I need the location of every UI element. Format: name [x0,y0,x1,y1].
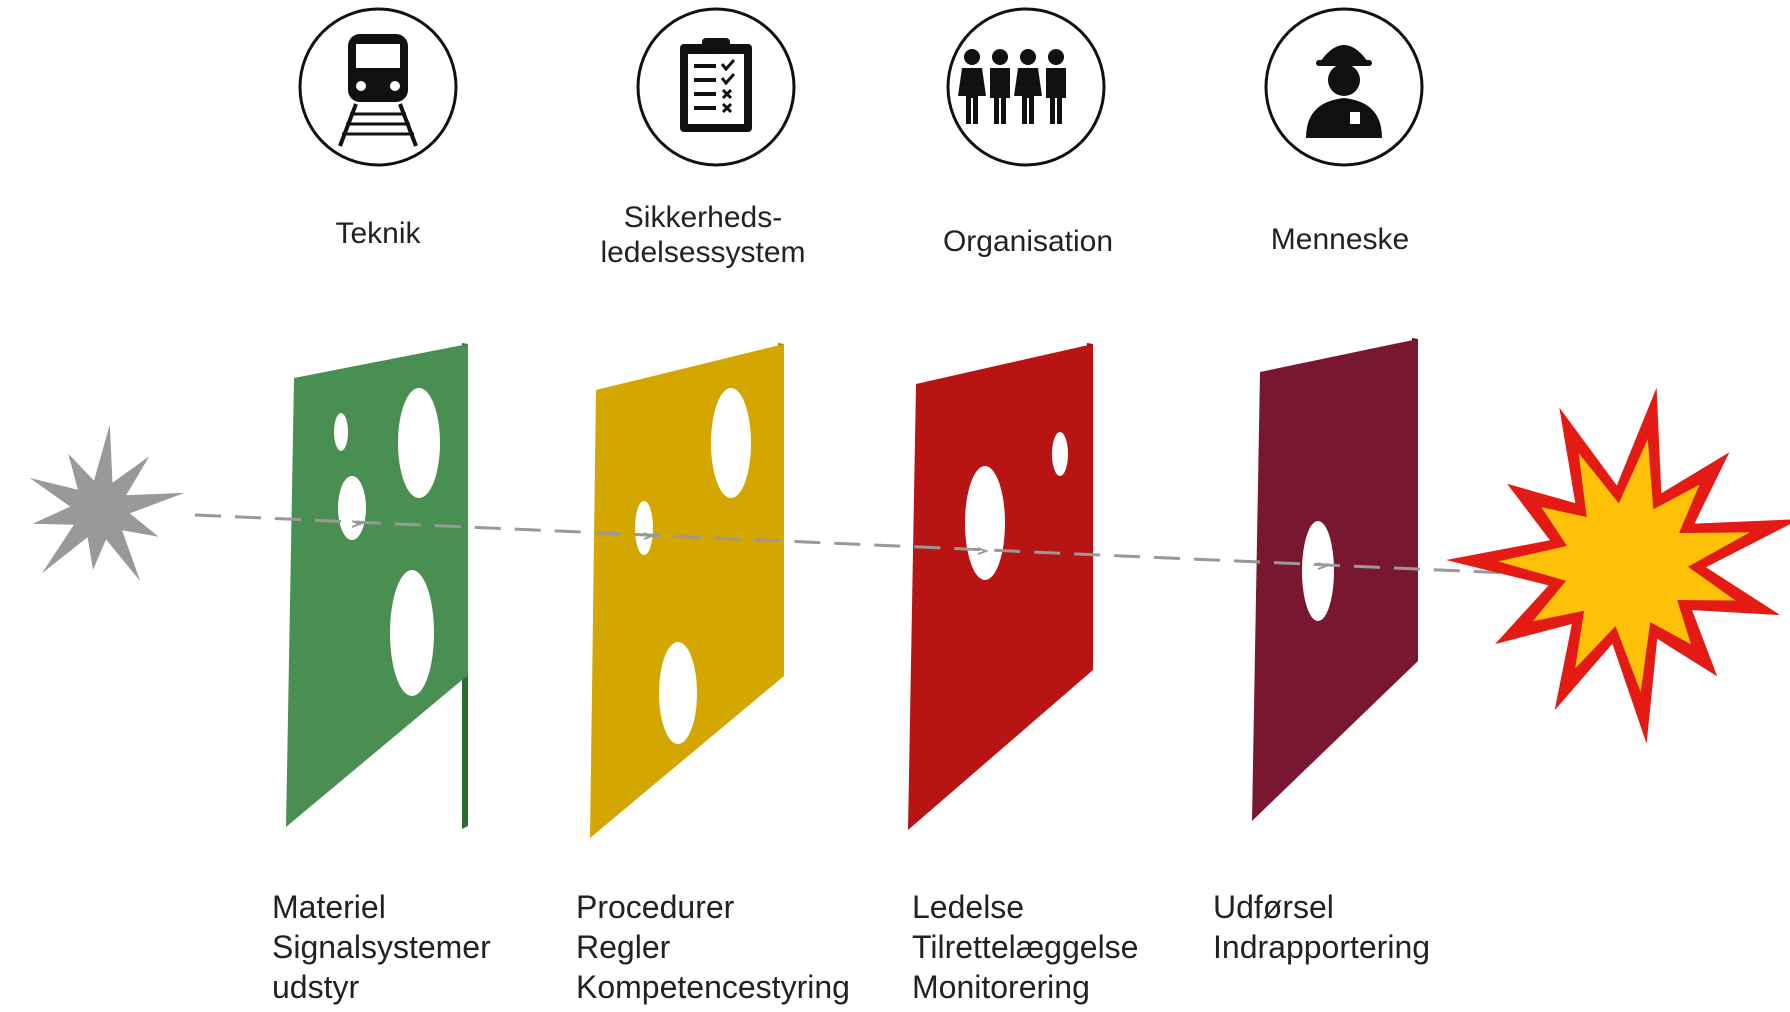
arrow-marker [977,547,989,555]
firefighter-icon [1306,45,1382,138]
slice-teknik [286,343,468,829]
description-item: Tilrettelæggelse [912,929,1138,965]
icon-teknik [298,7,458,167]
train-icon [338,34,418,147]
description-item: Procedurer [576,889,735,925]
description-item: Regler [576,929,671,965]
title-sikkerhed: Sikkerheds-ledelsessystem [600,201,805,269]
description-item: Materiel [272,889,386,925]
icon-sikkerhed [636,7,796,167]
description-item: udstyr [272,969,359,1005]
slice-sikkerhed [590,343,784,838]
slice-menneske [1252,338,1418,821]
title-teknik: Teknik [335,217,421,250]
icon-menneske [1264,7,1424,167]
description-item: Monitorering [912,969,1090,1005]
category-title-line: Menneske [1271,223,1409,256]
arrow-marker [351,520,363,528]
description-item: Udførsel [1213,889,1334,925]
arrow-marker [1317,562,1329,570]
accident-explosion-icon [1446,387,1790,744]
title-organisation: Organisation [943,225,1113,258]
category-title-line: Teknik [335,217,421,250]
category-title-line: Organisation [943,225,1113,258]
icon-organisation [946,7,1106,167]
category-title-line: ledelsessystem [600,236,805,269]
description-item: Indrapportering [1213,929,1430,965]
arrow-marker [643,532,655,540]
people-group-icon [958,49,1066,124]
description-item: Ledelse [912,889,1024,925]
description-item: Signalsystemer [272,929,491,965]
hazard-burst-icon [29,424,185,582]
clipboard-checklist-icon [680,38,752,132]
slice-organisation [908,343,1093,830]
trajectory-line [194,513,1509,575]
category-title-line: Sikkerheds- [624,201,782,234]
title-menneske: Menneske [1271,223,1409,256]
description-item: Kompetencestyring [576,969,850,1005]
